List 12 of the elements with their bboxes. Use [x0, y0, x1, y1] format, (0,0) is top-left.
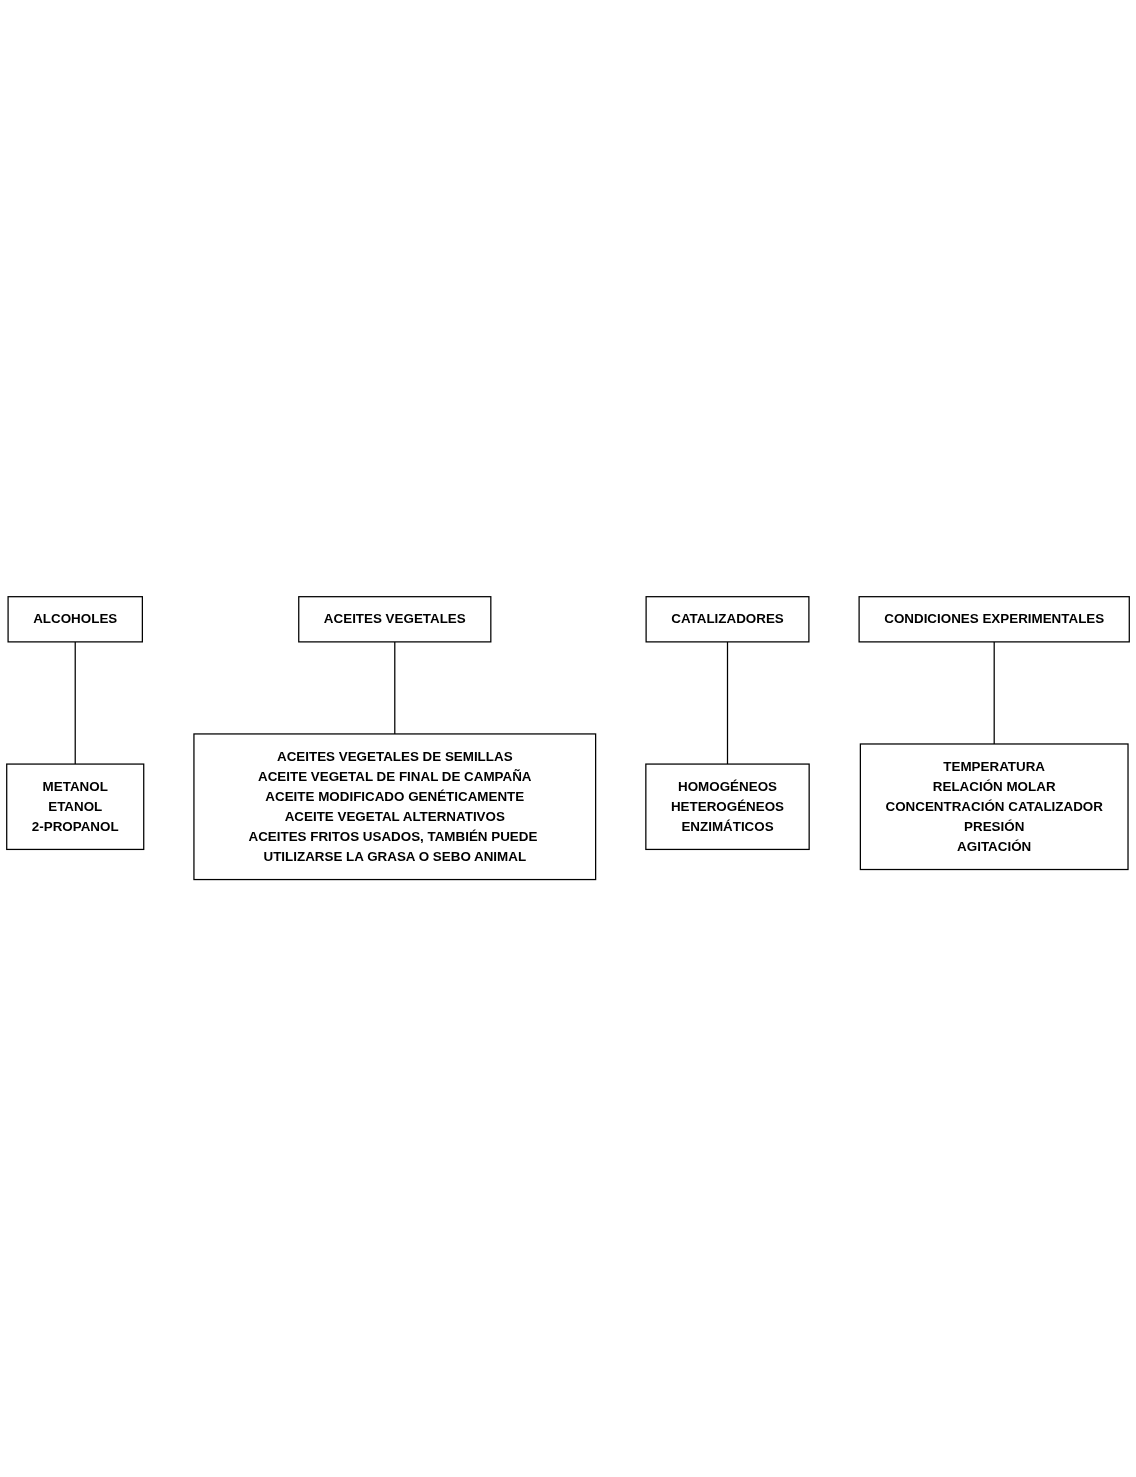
connector — [726, 641, 729, 766]
node-box: HOMOGÉNEOS HETEROGÉNEOS ENZIMÁTICOS — [645, 763, 810, 851]
node-box: TEMPERATURA RELACIÓN MOLAR CONCENTRACIÓN CATALIZADOR PRESIÓN AGITACIÓN — [859, 743, 1129, 871]
node-box: CATALIZADORES — [645, 596, 810, 643]
node-box: ACEITES VEGETALES — [298, 596, 492, 643]
connector — [993, 641, 995, 745]
node-box: METANOL ETANOL 2-PROPANOL — [6, 763, 145, 851]
node-box: CONDICIONES EXPERIMENTALES — [858, 596, 1130, 643]
connector — [394, 641, 396, 735]
node-box: ACEITES VEGETALES DE SEMILLAS ACEITE VEGETAL DE FINAL DE CAMPAÑA ACEITE MODIFICADO GENÉTICAMENTE ACEITE VEGETAL ALTERNATIVOS ACEITES FRITOS USADOS, TAMBIÉN PUEDE UTILIZARSE LA GRASA O SEBO ANIMAL — [193, 733, 597, 881]
node-box: ALCOHOLES — [7, 596, 143, 643]
connector — [74, 641, 76, 766]
